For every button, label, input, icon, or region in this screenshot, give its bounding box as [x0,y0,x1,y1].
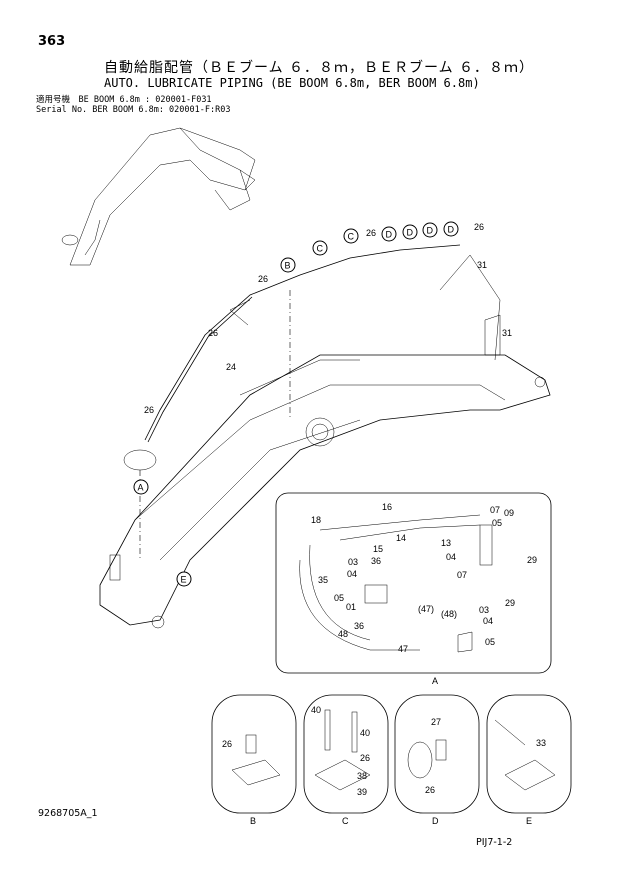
detail-e: E [486,694,572,826]
callout: 15 [373,544,383,554]
machine-thumbnail [61,127,256,266]
detail-a-label: A [432,676,438,686]
callout: (48) [441,609,457,619]
callout: 40 [360,728,370,738]
callout-letter-d: D [407,228,414,238]
callout-letter-c: C [348,232,355,242]
callout: 38 [357,771,367,781]
callout-letter-e: E [181,575,187,585]
callout: 48 [338,629,348,639]
callout: 29 [505,598,515,608]
page-number: 363 [38,34,66,49]
page-reference: PIJ7-1-2 [476,837,513,848]
callout: 26 [425,785,435,795]
callout-letter-d: D [386,230,393,240]
callout-26: 26 [258,274,268,284]
callout: 29 [527,555,537,565]
detail-b: B [211,694,297,826]
callout: 16 [382,502,392,512]
callout: 13 [441,538,451,548]
callout: 04 [347,569,357,579]
callout: 05 [492,518,502,528]
callout: 07 [490,505,500,515]
callout-letter-c: C [317,244,324,254]
callout: 14 [396,533,406,543]
callout: 05 [334,593,344,603]
callout: 26 [360,753,370,763]
callout: 05 [485,637,495,647]
callout: 39 [357,787,367,797]
callout-26: 26 [144,405,154,415]
detail-c: C [303,694,389,826]
callout: 36 [371,556,381,566]
document-number: 9268705A_1 [38,808,98,819]
detail-e-label: E [526,816,532,826]
callout: 03 [348,557,358,567]
detail-a-callouts: 16 18 14 15 36 13 03 04 07 09 05 29 35 0… [311,502,537,654]
detail-d: D [394,694,480,826]
callout-26: 26 [474,222,484,232]
callout-letter-b: B [285,261,291,271]
applicability: 適用号機 BE BOOM 6.8m : 020001-F031 Serial N… [36,95,230,115]
callout: 27 [431,717,441,727]
callout: 04 [483,616,493,626]
callout: 47 [398,644,408,654]
detail-b-callouts: 26 [222,739,232,749]
callout-26: 26 [208,328,218,338]
applicability-line-1: 適用号機 BE BOOM 6.8m : 020001-F031 [36,95,212,105]
callout: 01 [346,602,356,612]
callout: 33 [536,738,546,748]
callout-31: 31 [477,260,487,270]
applicability-line-2: Serial No. BER BOOM 6.8m: 020001-F:R03 [36,105,231,115]
main-callouts: 26 26 24 26 26 26 31 31 B C C D D D D A … [133,221,512,587]
detail-d-callouts: 27 26 [425,717,441,795]
detail-c-callouts: 40 40 26 38 39 [311,705,370,797]
detail-e-callouts: 33 [536,738,546,748]
callout: 04 [446,552,456,562]
callout: 26 [222,739,232,749]
callout: (47) [418,604,434,614]
callout: 03 [479,605,489,615]
callout-letter-d: D [448,225,455,235]
title-japanese: 自動給脂配管（ＢＥブーム ６．８ｍ，ＢＥＲブーム ６．８ｍ） [104,60,535,76]
callout: 35 [318,575,328,585]
callout: 40 [311,705,321,715]
callout: 07 [457,570,467,580]
callout: 09 [504,508,514,518]
callout-24: 24 [226,362,236,372]
callout: 18 [311,515,321,525]
callout-letter-d: D [427,226,434,236]
callout-31: 31 [502,328,512,338]
detail-b-label: B [250,816,256,826]
detail-d-label: D [432,816,439,826]
lubrication-hose [123,244,461,560]
callout-letter-a: A [138,483,144,493]
title-english: AUTO. LUBRICATE PIPING (BE BOOM 6.8m, BE… [104,76,480,90]
callout: 36 [354,621,364,631]
boom-outline [99,254,551,629]
detail-a: A [275,492,552,686]
detail-c-label: C [342,816,349,826]
callout-26: 26 [366,228,376,238]
